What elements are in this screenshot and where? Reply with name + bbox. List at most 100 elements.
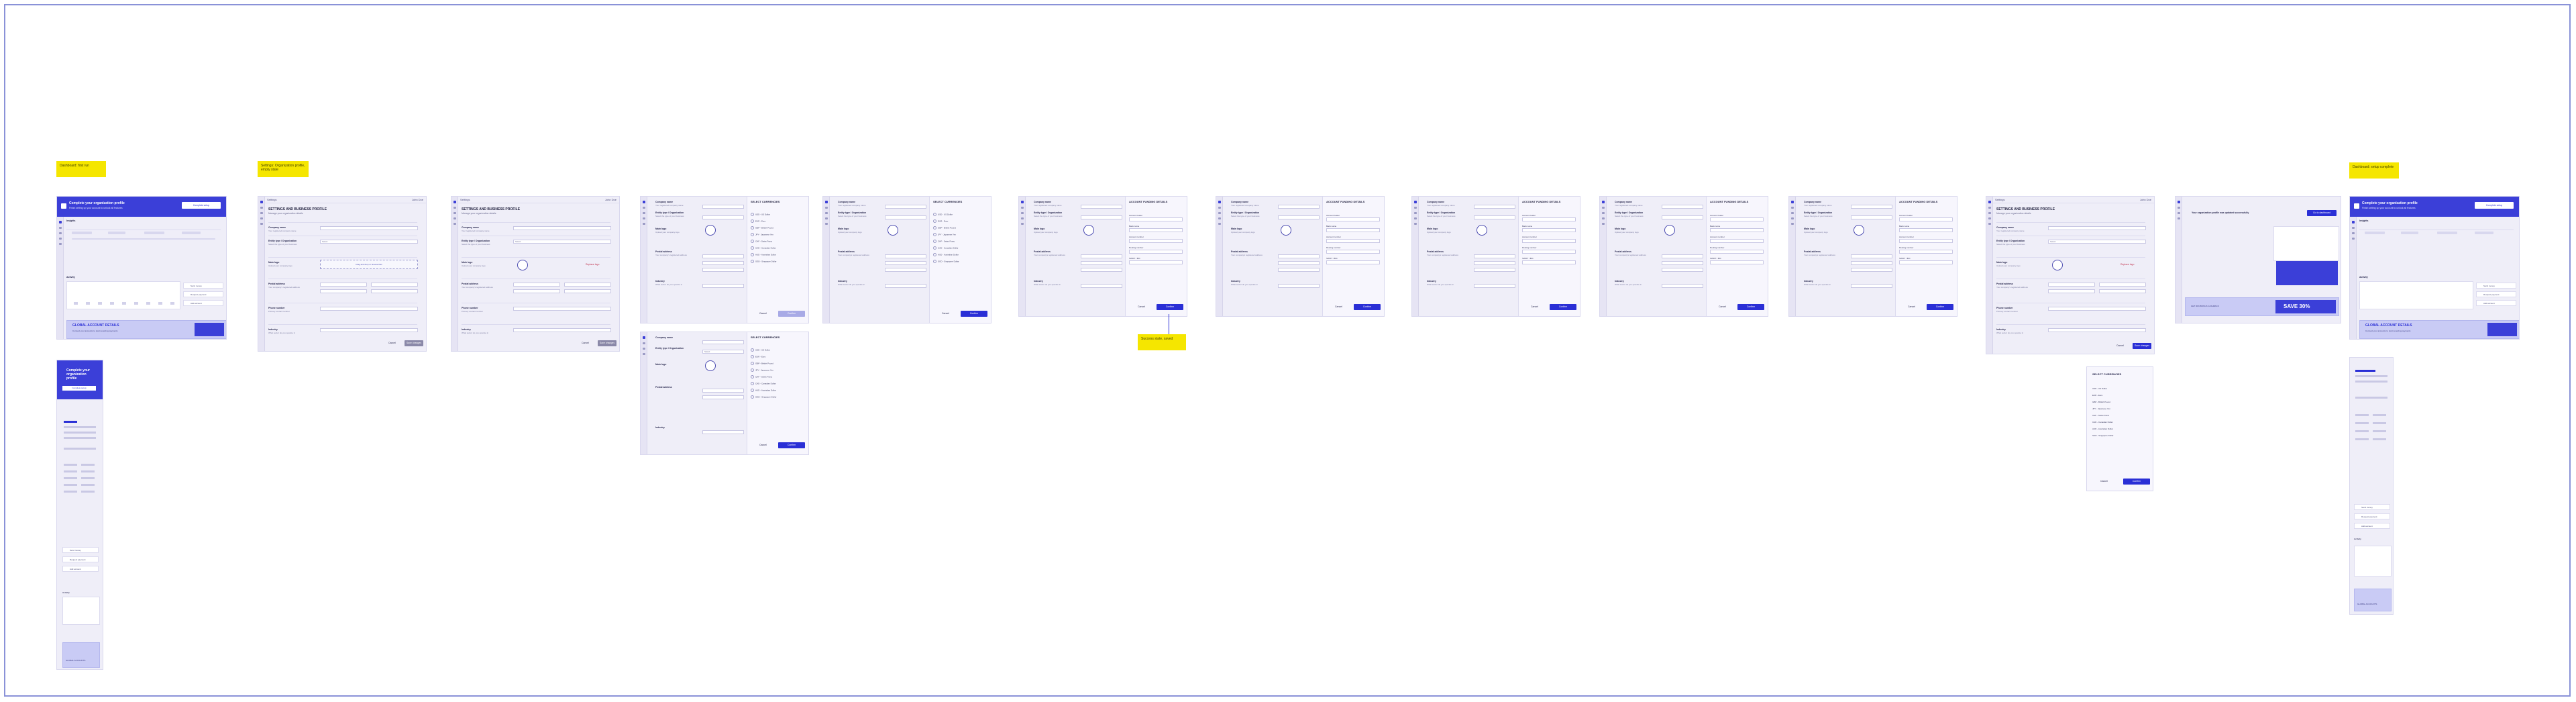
- nav-icon[interactable]: [1790, 207, 1794, 209]
- text-field[interactable]: [513, 307, 611, 311]
- detail-field[interactable]: [1326, 260, 1380, 264]
- home-icon[interactable]: [824, 201, 828, 203]
- text-field[interactable]: [885, 284, 926, 288]
- panel-confirm-button[interactable]: Confirm: [2123, 479, 2150, 485]
- send-money-action[interactable]: Send money: [183, 283, 223, 289]
- panel-confirm-button[interactable]: Confirm: [961, 311, 987, 317]
- nav-icon[interactable]: [1413, 207, 1417, 209]
- detail-field[interactable]: [1899, 239, 1953, 243]
- text-field[interactable]: [320, 226, 418, 230]
- home-icon[interactable]: [58, 221, 62, 223]
- detail-field[interactable]: [1522, 250, 1576, 254]
- cancel-button[interactable]: Cancel: [582, 342, 589, 344]
- mobile-promo[interactable]: GLOBAL ACCOUNTS: [2354, 589, 2392, 611]
- cancel-button[interactable]: Cancel: [388, 342, 396, 344]
- nav-icon[interactable]: [642, 207, 645, 209]
- text-field[interactable]: [885, 261, 926, 265]
- currency-label[interactable]: CHF - Swiss Franc: [2092, 414, 2110, 417]
- go-to-dashboard-button[interactable]: Go to dashboard: [2307, 210, 2337, 216]
- industry-field[interactable]: [702, 430, 744, 434]
- text-field[interactable]: [1474, 205, 1515, 209]
- nav-icon[interactable]: [1218, 217, 1221, 219]
- nav-icon[interactable]: [824, 217, 828, 219]
- panel-cancel-button[interactable]: Cancel: [759, 312, 767, 315]
- nav-icon[interactable]: [1988, 223, 1991, 225]
- nav-icon[interactable]: [1790, 212, 1794, 214]
- detail-field[interactable]: [1129, 250, 1183, 254]
- home-icon[interactable]: [2177, 201, 2180, 203]
- currency-label[interactable]: AUD - Australian Dollar: [2092, 428, 2113, 430]
- text-field[interactable]: [1851, 284, 1892, 288]
- detail-field[interactable]: [1326, 217, 1380, 221]
- panel-cancel-button[interactable]: Cancel: [1138, 305, 1145, 308]
- home-icon[interactable]: [642, 201, 645, 203]
- nav-icon[interactable]: [2177, 212, 2180, 214]
- detail-field[interactable]: [1710, 239, 1764, 243]
- postal-address-field-4[interactable]: [564, 289, 611, 293]
- text-field[interactable]: [1851, 261, 1892, 265]
- text-field[interactable]: [1278, 254, 1320, 258]
- panel-confirm-button[interactable]: Confirm: [778, 442, 805, 448]
- nav-icon[interactable]: [453, 207, 456, 209]
- nav-icon[interactable]: [1218, 212, 1221, 214]
- nav-icon[interactable]: [1218, 223, 1221, 225]
- nav-icon[interactable]: [1413, 223, 1417, 225]
- currency-option[interactable]: CAD - Canadian Dollar: [933, 246, 959, 250]
- text-field[interactable]: [1081, 261, 1122, 265]
- detail-field[interactable]: [1710, 228, 1764, 232]
- text-field[interactable]: [1474, 284, 1515, 288]
- detail-field[interactable]: [1522, 239, 1576, 243]
- text-field[interactable]: [1662, 205, 1703, 209]
- nav-icon[interactable]: [1988, 217, 1991, 219]
- user-menu[interactable]: John Doe: [411, 198, 423, 201]
- text-field[interactable]: [1851, 254, 1892, 258]
- nav-icon[interactable]: [1601, 223, 1605, 225]
- panel-cancel-button[interactable]: Cancel: [1531, 305, 1538, 308]
- text-field[interactable]: [1851, 205, 1892, 209]
- nav-icon[interactable]: [260, 207, 263, 209]
- postal-address-field-4[interactable]: [2099, 289, 2146, 293]
- postal-address-field-2[interactable]: [371, 283, 418, 287]
- detail-field[interactable]: [1522, 217, 1576, 221]
- logo-upload-dropzone[interactable]: Drag and drop or browse files: [320, 260, 418, 269]
- detail-field[interactable]: [1129, 228, 1183, 232]
- panel-cancel-button[interactable]: Cancel: [1335, 305, 1342, 308]
- nav-icon[interactable]: [824, 207, 828, 209]
- nav-icon[interactable]: [1413, 212, 1417, 214]
- currency-option[interactable]: USD - US Dollar: [933, 213, 953, 216]
- nav-icon[interactable]: [2351, 232, 2355, 234]
- text-field[interactable]: [702, 205, 744, 209]
- mobile-complete-setup-button[interactable]: Complete setup: [62, 386, 96, 391]
- currency-option[interactable]: CAD - Canadian Dollar: [751, 246, 776, 250]
- postal-address-field[interactable]: [320, 283, 367, 287]
- postal-address-field-2[interactable]: [702, 395, 744, 399]
- postal-address-field[interactable]: [513, 283, 560, 287]
- breadcrumb[interactable]: Settings: [1995, 198, 2005, 201]
- nav-icon[interactable]: [642, 353, 645, 355]
- text-field[interactable]: [1474, 215, 1515, 219]
- home-icon[interactable]: [2351, 221, 2355, 223]
- text-field[interactable]: [1474, 261, 1515, 265]
- home-icon[interactable]: [1988, 201, 1991, 203]
- panel-cancel-button[interactable]: Cancel: [1719, 305, 1726, 308]
- detail-field[interactable]: [1899, 250, 1953, 254]
- text-field[interactable]: [1662, 268, 1703, 272]
- complete-setup-button[interactable]: Complete setup: [2475, 202, 2514, 209]
- text-field[interactable]: [1474, 254, 1515, 258]
- replace-logo-button[interactable]: Replace logo: [586, 263, 600, 266]
- text-field[interactable]: [1081, 284, 1122, 288]
- currency-label[interactable]: GBP - British Pound: [2092, 401, 2110, 403]
- currency-option[interactable]: EUR - Euro: [751, 219, 765, 223]
- panel-cancel-button[interactable]: Cancel: [1908, 305, 1915, 308]
- detail-field[interactable]: [1326, 239, 1380, 243]
- currency-option[interactable]: JPY - Japanese Yen: [751, 233, 773, 236]
- currency-label[interactable]: CAD - Canadian Dollar: [2092, 421, 2113, 423]
- currency-option[interactable]: CHF - Swiss Franc: [751, 375, 772, 379]
- nav-icon[interactable]: [260, 217, 263, 219]
- text-field[interactable]: [1081, 254, 1122, 258]
- text-field[interactable]: [320, 307, 418, 311]
- nav-icon[interactable]: [453, 223, 456, 225]
- currency-option[interactable]: GBP - British Pound: [751, 226, 773, 230]
- text-field[interactable]: [2048, 307, 2146, 311]
- save-button[interactable]: Save changes: [405, 340, 423, 346]
